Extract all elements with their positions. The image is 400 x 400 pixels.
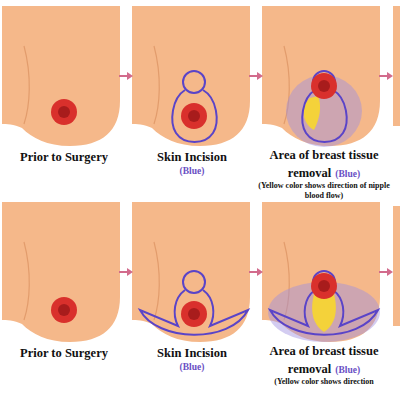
color-note: (Blue) <box>128 165 256 178</box>
step-caption: Skin Incision <box>128 346 256 361</box>
step-caption: Area of breast tissue removal <box>270 148 379 180</box>
torso-incision <box>132 202 250 342</box>
torso-before <box>2 6 120 146</box>
torso-before <box>2 202 120 342</box>
blood-flow-note: (Yellow color shows direction of nipple … <box>258 181 390 201</box>
caption-group: Area of breast tissue removal (Blue) (Yel… <box>258 145 390 201</box>
torso-tissue-removal <box>262 6 380 147</box>
color-note: (Blue) <box>335 365 360 375</box>
blood-flow-note: (Yellow color shows direction <box>258 377 390 387</box>
caption-group: Area of breast tissue removal (Blue) (Yel… <box>258 341 390 387</box>
caption-group: Skin Incision(Blue) <box>128 150 256 178</box>
step-caption: Area of breast tissue removal <box>270 344 379 376</box>
torso-tissue-removal <box>262 202 380 342</box>
caption-group: Prior to Surgery <box>0 346 128 361</box>
color-note: (Blue) <box>335 169 360 179</box>
caption-group: Skin Incision(Blue) <box>128 346 256 374</box>
caption-group: Prior to Surgery <box>0 150 128 165</box>
color-note: (Blue) <box>128 361 256 374</box>
step-caption: Prior to Surgery <box>0 150 128 165</box>
partial-torso <box>393 6 400 326</box>
torso-incision <box>132 6 250 146</box>
step-caption: Skin Incision <box>128 150 256 165</box>
step-caption: Prior to Surgery <box>0 346 128 361</box>
